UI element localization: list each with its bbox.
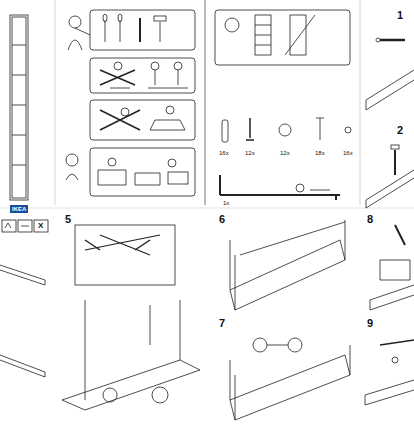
bracket [220, 175, 340, 200]
option-box [18, 220, 32, 232]
dowel [222, 120, 228, 142]
pin [345, 127, 351, 133]
quantity-label: 12x [279, 150, 291, 156]
step-9 [365, 340, 414, 405]
icon [21, 226, 29, 227]
option-box [34, 220, 48, 232]
step-number: 7 [218, 318, 226, 329]
quantity-label: 12x [244, 150, 256, 156]
step-panel [366, 38, 414, 208]
panel-divider [204, 0, 206, 205]
step-number: 8 [366, 214, 374, 225]
panel-divider [0, 208, 414, 209]
cam-bolt [246, 118, 254, 140]
bookcase [10, 15, 28, 200]
quantity-label: 16x [342, 150, 354, 156]
parts-panel [215, 10, 351, 200]
cam-lock [279, 124, 291, 136]
step-5 [62, 225, 200, 410]
tool-panel [66, 10, 195, 196]
step-number: 5 [64, 214, 72, 225]
quantity-label: 1x [222, 200, 230, 206]
step-7 [230, 338, 350, 420]
quantity-label: 16x [218, 150, 230, 156]
step-number: 1 [396, 10, 404, 21]
board [0, 355, 45, 377]
quantity-label: 18x [314, 150, 326, 156]
step-number: 6 [218, 214, 226, 225]
icon [5, 223, 11, 228]
step-8 [370, 225, 414, 310]
cross-mark: X [37, 222, 44, 230]
step-number: 9 [366, 318, 374, 329]
board [0, 265, 45, 285]
panel-divider [55, 0, 56, 205]
nail [316, 118, 324, 140]
step-6 [230, 220, 345, 310]
step-number: 2 [396, 125, 404, 136]
option-box [2, 220, 16, 232]
panel-divider [360, 0, 361, 205]
brand-logo: IKEA [10, 205, 28, 213]
